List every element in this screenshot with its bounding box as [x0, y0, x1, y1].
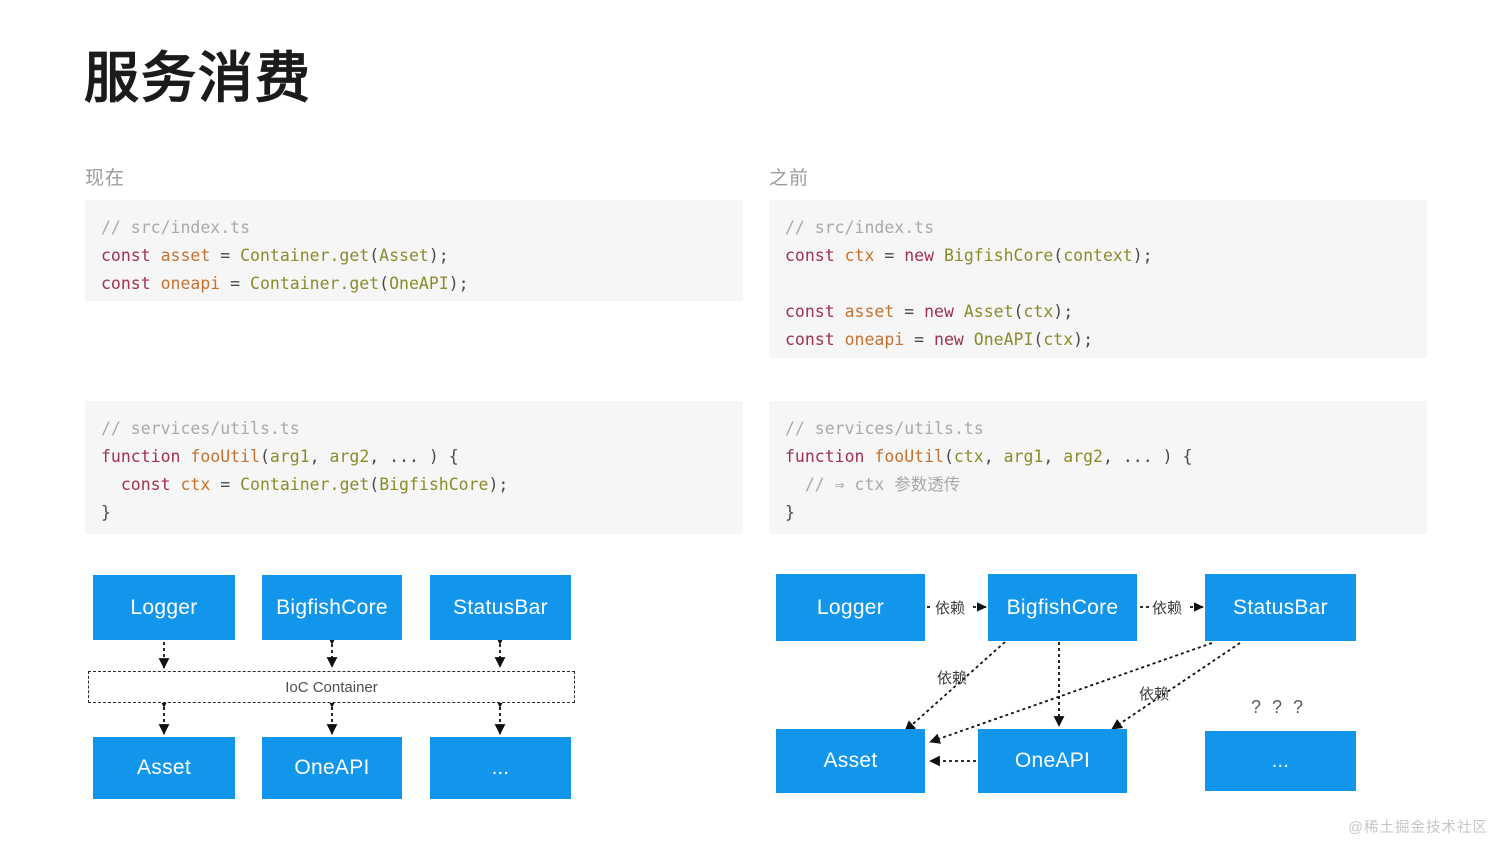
node-asset[interactable]: Asset	[93, 737, 235, 799]
node-oneapi[interactable]: OneAPI	[978, 729, 1127, 793]
code-keyword-new: new	[904, 246, 935, 265]
code-identifier-oneapi: oneapi	[160, 274, 221, 293]
node-statusbar[interactable]: StatusBar	[430, 575, 571, 640]
code-keyword-const: const	[101, 246, 151, 265]
code-comment: // src/index.ts	[101, 218, 251, 237]
code-block-right-utils-ts: // services/utils.ts function fooUtil(ct…	[769, 401, 1427, 534]
left-column-header: 现在	[85, 168, 126, 189]
code-arg-asset: Asset	[379, 246, 429, 265]
node-ellipsis[interactable]: ...	[1205, 731, 1356, 791]
code-punct: (	[379, 274, 390, 293]
code-punct: );	[1132, 246, 1153, 265]
node-logger[interactable]: Logger	[776, 574, 925, 641]
code-identifier-oneapi: oneapi	[844, 330, 905, 349]
code-operator: =	[884, 246, 895, 265]
watermark: @稀土掘金技术社区	[1348, 820, 1488, 836]
code-call-container-get: Container.get	[240, 246, 370, 265]
node-asset[interactable]: Asset	[776, 729, 925, 793]
node-ellipsis[interactable]: ...	[430, 737, 571, 799]
code-class-oneapi: OneAPI	[973, 330, 1034, 349]
code-keyword-new: new	[924, 302, 954, 321]
code-arg-ctx: ctx	[1023, 302, 1054, 321]
code-call-container-get: Container.get	[250, 274, 380, 293]
code-keyword-new: new	[934, 330, 964, 349]
code-punct: ,	[309, 447, 320, 466]
code-identifier-ctx: ctx	[180, 475, 211, 494]
code-operator: =	[904, 302, 915, 321]
code-keyword-function: function	[785, 447, 865, 466]
code-operator: =	[230, 274, 241, 293]
node-bigfishcore[interactable]: BigfishCore	[988, 574, 1137, 641]
code-keyword-const: const	[785, 302, 835, 321]
code-punct: (	[369, 475, 380, 494]
code-punct: (	[259, 447, 270, 466]
code-punct: ,	[1043, 447, 1054, 466]
code-param-arg1: arg1	[1003, 447, 1044, 466]
edge-label-dependency-4: 依赖	[1139, 686, 1170, 703]
code-param-ellipsis: ... ) {	[1122, 447, 1193, 466]
code-operator: =	[914, 330, 925, 349]
code-punct: (	[943, 447, 954, 466]
page-title: 服务消费	[84, 47, 313, 109]
code-punct-close-brace: }	[101, 503, 111, 522]
code-function-name-fooutil: fooUtil	[874, 447, 944, 466]
edge-label-dependency-3: 依赖	[937, 670, 968, 687]
code-param-arg2: arg2	[329, 447, 370, 466]
code-identifier-asset: asset	[160, 246, 211, 265]
code-keyword-function: function	[101, 447, 181, 466]
code-comment: // services/utils.ts	[101, 419, 300, 438]
code-comment-ctx-passthrough: // ⇒ ctx 参数透传	[804, 475, 961, 494]
node-logger[interactable]: Logger	[93, 575, 235, 640]
right-column-header: 之前	[769, 168, 810, 189]
edge-label-dependency-2: 依赖	[1152, 600, 1183, 617]
code-class-bigfishcore: BigfishCore	[943, 246, 1054, 265]
code-punct: );	[448, 274, 469, 293]
code-identifier-ctx: ctx	[844, 246, 875, 265]
code-param-ctx: ctx	[953, 447, 984, 466]
code-arg-oneapi: OneAPI	[389, 274, 449, 293]
code-punct: (	[1053, 246, 1064, 265]
code-punct: (	[369, 246, 380, 265]
code-block-left-utils-ts: // services/utils.ts function fooUtil(ar…	[85, 401, 743, 534]
code-arg-context: context	[1063, 246, 1133, 265]
node-statusbar[interactable]: StatusBar	[1205, 574, 1356, 641]
code-punct: );	[428, 246, 449, 265]
code-identifier-asset: asset	[844, 302, 895, 321]
code-keyword-const: const	[101, 274, 151, 293]
code-class-asset: Asset	[963, 302, 1014, 321]
code-keyword-const: const	[120, 475, 171, 494]
code-arg-ctx: ctx	[1043, 330, 1074, 349]
code-punct: ,	[1102, 447, 1113, 466]
code-call-container-get: Container.get	[240, 475, 370, 494]
code-punct: ,	[983, 447, 994, 466]
code-comment: // services/utils.ts	[785, 419, 984, 438]
code-param-arg2: arg2	[1063, 447, 1103, 466]
code-keyword-const: const	[785, 330, 835, 349]
code-keyword-const: const	[785, 246, 835, 265]
code-punct: );	[488, 475, 509, 494]
code-param-arg1: arg1	[269, 447, 310, 466]
code-arg-bigfishcore: BigfishCore	[379, 475, 489, 494]
code-punct: (	[1033, 330, 1044, 349]
code-operator: =	[220, 246, 231, 265]
node-bigfishcore[interactable]: BigfishCore	[262, 575, 402, 640]
question-marks-label: ? ? ?	[1251, 697, 1307, 717]
code-punct-close-brace: }	[785, 503, 795, 522]
code-operator: =	[220, 475, 231, 494]
code-function-name-fooutil: fooUtil	[190, 447, 260, 466]
code-punct: ,	[369, 447, 380, 466]
code-block-left-index-ts: // src/index.ts const asset = Container.…	[85, 200, 743, 301]
node-oneapi[interactable]: OneAPI	[262, 737, 402, 799]
code-punct: );	[1053, 302, 1074, 321]
diagram-left-ioc: Logger BigfishCore StatusBar IoC Contain…	[0, 0, 720, 851]
edge-label-dependency-1: 依赖	[935, 600, 966, 617]
code-param-ellipsis: ... ) {	[389, 447, 459, 466]
code-comment: // src/index.ts	[785, 218, 935, 237]
code-punct: (	[1013, 302, 1024, 321]
code-block-right-index-ts: // src/index.ts const ctx = new BigfishC…	[769, 200, 1427, 358]
ioc-container-box: IoC Container	[88, 671, 575, 703]
code-punct: );	[1073, 330, 1094, 349]
